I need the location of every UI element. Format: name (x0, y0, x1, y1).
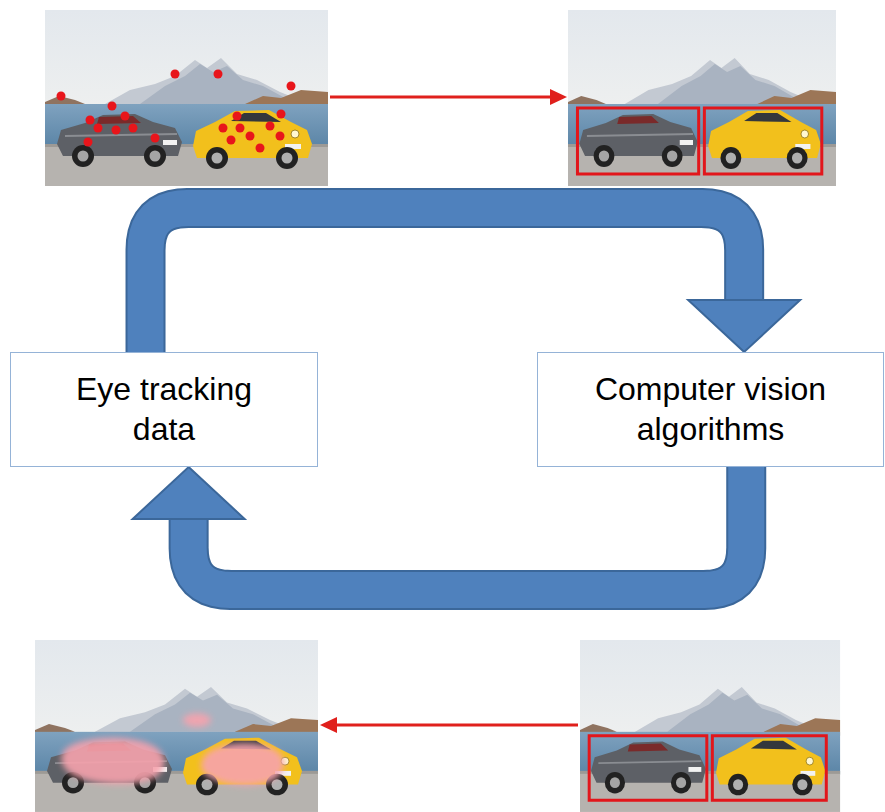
arrow-shaft (146, 208, 745, 352)
process-box: Eye tracking data (10, 352, 318, 467)
arrow-shaft (189, 467, 747, 590)
arrow-head (688, 300, 800, 352)
arrow-shaft (146, 208, 745, 352)
cycle-arrow (133, 467, 747, 590)
photo-detections (568, 10, 836, 186)
process-box: Computer vision algorithms (537, 352, 884, 467)
red-arrow (330, 89, 567, 105)
photo-detections (580, 640, 840, 812)
photo-fixations (45, 10, 328, 186)
cycle-arrow (146, 208, 801, 352)
photo-attention-map (35, 640, 318, 812)
box-label: Computer vision algorithms (580, 370, 842, 448)
arrow-shaft (189, 467, 747, 590)
box-label: Eye tracking data (59, 370, 269, 448)
arrow-head (133, 467, 245, 519)
red-arrow (320, 717, 578, 733)
